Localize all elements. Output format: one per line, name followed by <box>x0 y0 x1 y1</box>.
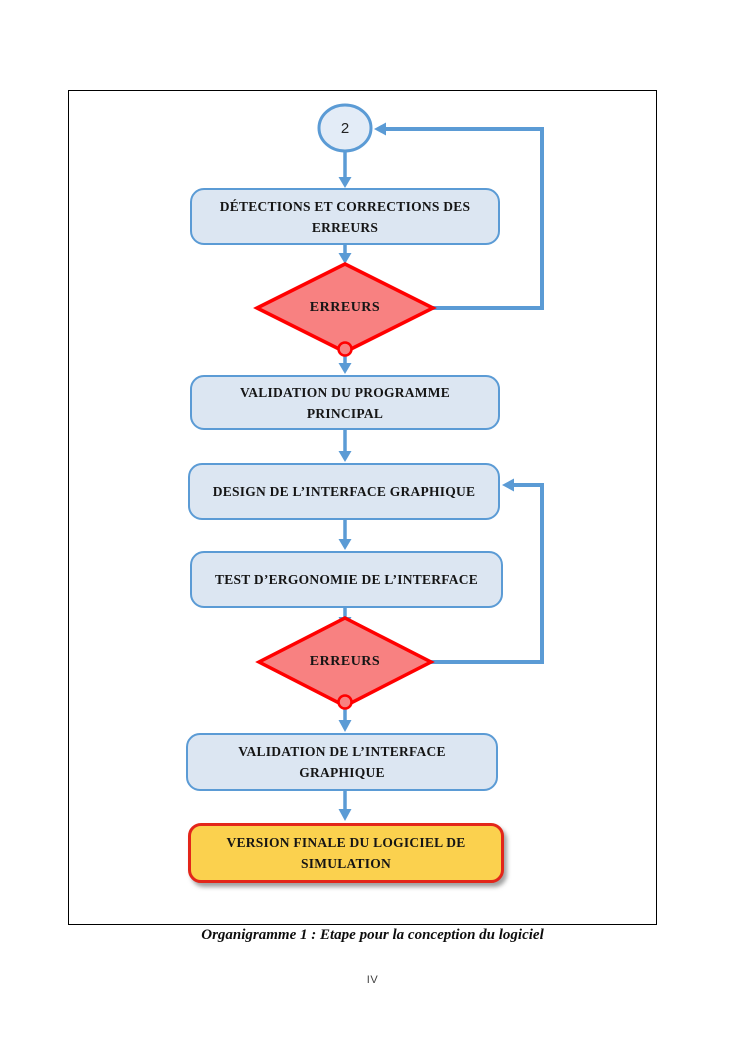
process-box-test-ergonomie: TEST D’ERGONOMIE DE L’INTERFACE <box>190 551 503 608</box>
connector-circle-label: 2 <box>340 119 350 137</box>
process-box-design-interface: DESIGN DE L’INTERFACE GRAPHIQUE <box>188 463 500 520</box>
process-box-text-line: ERREURS <box>311 219 379 235</box>
final-box-text-line: VERSION FINALE DU LOGICIEL DE <box>226 835 466 850</box>
process-box-text-line: GRAPHIQUE <box>299 765 385 780</box>
figure-caption: Organigramme 1 : Etape pour la conceptio… <box>201 927 544 943</box>
process-box-text-line: PRINCIPAL <box>306 405 384 421</box>
process-box-validation-interface: VALIDATION DE L’INTERFACE GRAPHIQUE <box>186 733 498 791</box>
process-box-text-line: DESIGN DE L’INTERFACE GRAPHIQUE <box>212 484 476 499</box>
process-box-detections-corrections: DÉTECTIONS ET CORRECTIONS DES ERREURS <box>190 188 500 245</box>
final-box-version-finale: VERSION FINALE DU LOGICIEL DE SIMULATION <box>188 823 504 883</box>
decision2-label: ERREURS <box>309 654 381 669</box>
process-box-text-line: TEST D’ERGONOMIE DE L’INTERFACE <box>215 572 478 587</box>
process-box-text-line: VALIDATION DE L’INTERFACE <box>238 744 446 759</box>
decision1-label: ERREURS <box>309 300 381 315</box>
final-box-text-line: SIMULATION <box>300 856 391 871</box>
process-box-text-line: VALIDATION DU PROGRAMME <box>239 384 450 400</box>
process-box-text-line: DÉTECTIONS ET CORRECTIONS DES <box>219 198 471 214</box>
process-box-validation-programme: VALIDATION DU PROGRAMME PRINCIPAL <box>190 375 500 430</box>
page-number: IV <box>366 974 379 986</box>
